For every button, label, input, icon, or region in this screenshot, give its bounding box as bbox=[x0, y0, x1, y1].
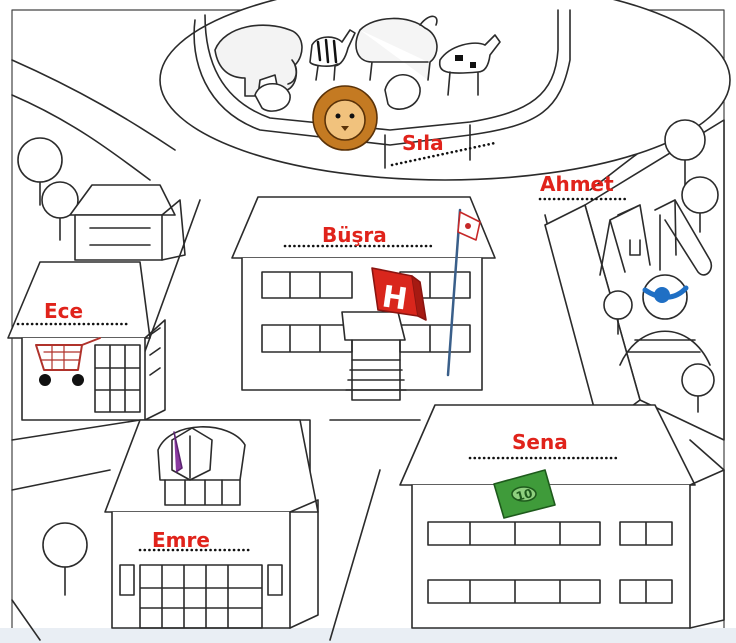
bottom-shade bbox=[0, 628, 736, 643]
label-busra: Büşra bbox=[322, 223, 387, 247]
tree-icon bbox=[17, 137, 63, 206]
monkey-icon bbox=[254, 82, 291, 112]
zebra-icon bbox=[309, 29, 356, 81]
label-ahmet: Ahmet bbox=[540, 172, 614, 196]
buffalo-icon bbox=[355, 15, 438, 81]
tree-icon bbox=[42, 522, 88, 596]
building-hospital bbox=[231, 196, 496, 401]
lion-icon bbox=[312, 85, 378, 151]
money-value: 10 bbox=[514, 486, 534, 504]
money-icon bbox=[493, 469, 556, 519]
dotted-lines bbox=[16, 141, 630, 552]
building-market bbox=[7, 261, 166, 421]
hospital-sign-letter: H bbox=[380, 279, 410, 317]
trees bbox=[17, 119, 719, 596]
tree-icon bbox=[681, 363, 715, 413]
slide-icon bbox=[654, 199, 713, 276]
arch-ladder-icon bbox=[619, 330, 711, 366]
tree-icon bbox=[603, 290, 633, 335]
swing-icon bbox=[599, 204, 651, 276]
zoo bbox=[159, 0, 731, 181]
book-icon bbox=[171, 427, 213, 481]
flag-pole bbox=[446, 208, 462, 377]
tree-icon bbox=[41, 181, 79, 241]
shopping-cart-icon bbox=[35, 337, 101, 386]
label-sila: Sıla bbox=[402, 131, 444, 155]
label-sena: Sena bbox=[512, 430, 568, 454]
gorilla-icon bbox=[384, 74, 421, 110]
building-back-left bbox=[69, 184, 186, 261]
building-bank bbox=[399, 404, 725, 629]
horse-icon bbox=[438, 34, 501, 96]
hospital-sign-icon bbox=[371, 267, 427, 321]
label-ece: Ece bbox=[44, 299, 84, 323]
ball-icon bbox=[642, 274, 689, 320]
elephant-icon bbox=[214, 24, 303, 97]
tree-icon bbox=[664, 119, 706, 186]
tree-icon bbox=[681, 176, 719, 233]
label-emre: Emre bbox=[152, 528, 210, 552]
building-library bbox=[104, 419, 319, 629]
